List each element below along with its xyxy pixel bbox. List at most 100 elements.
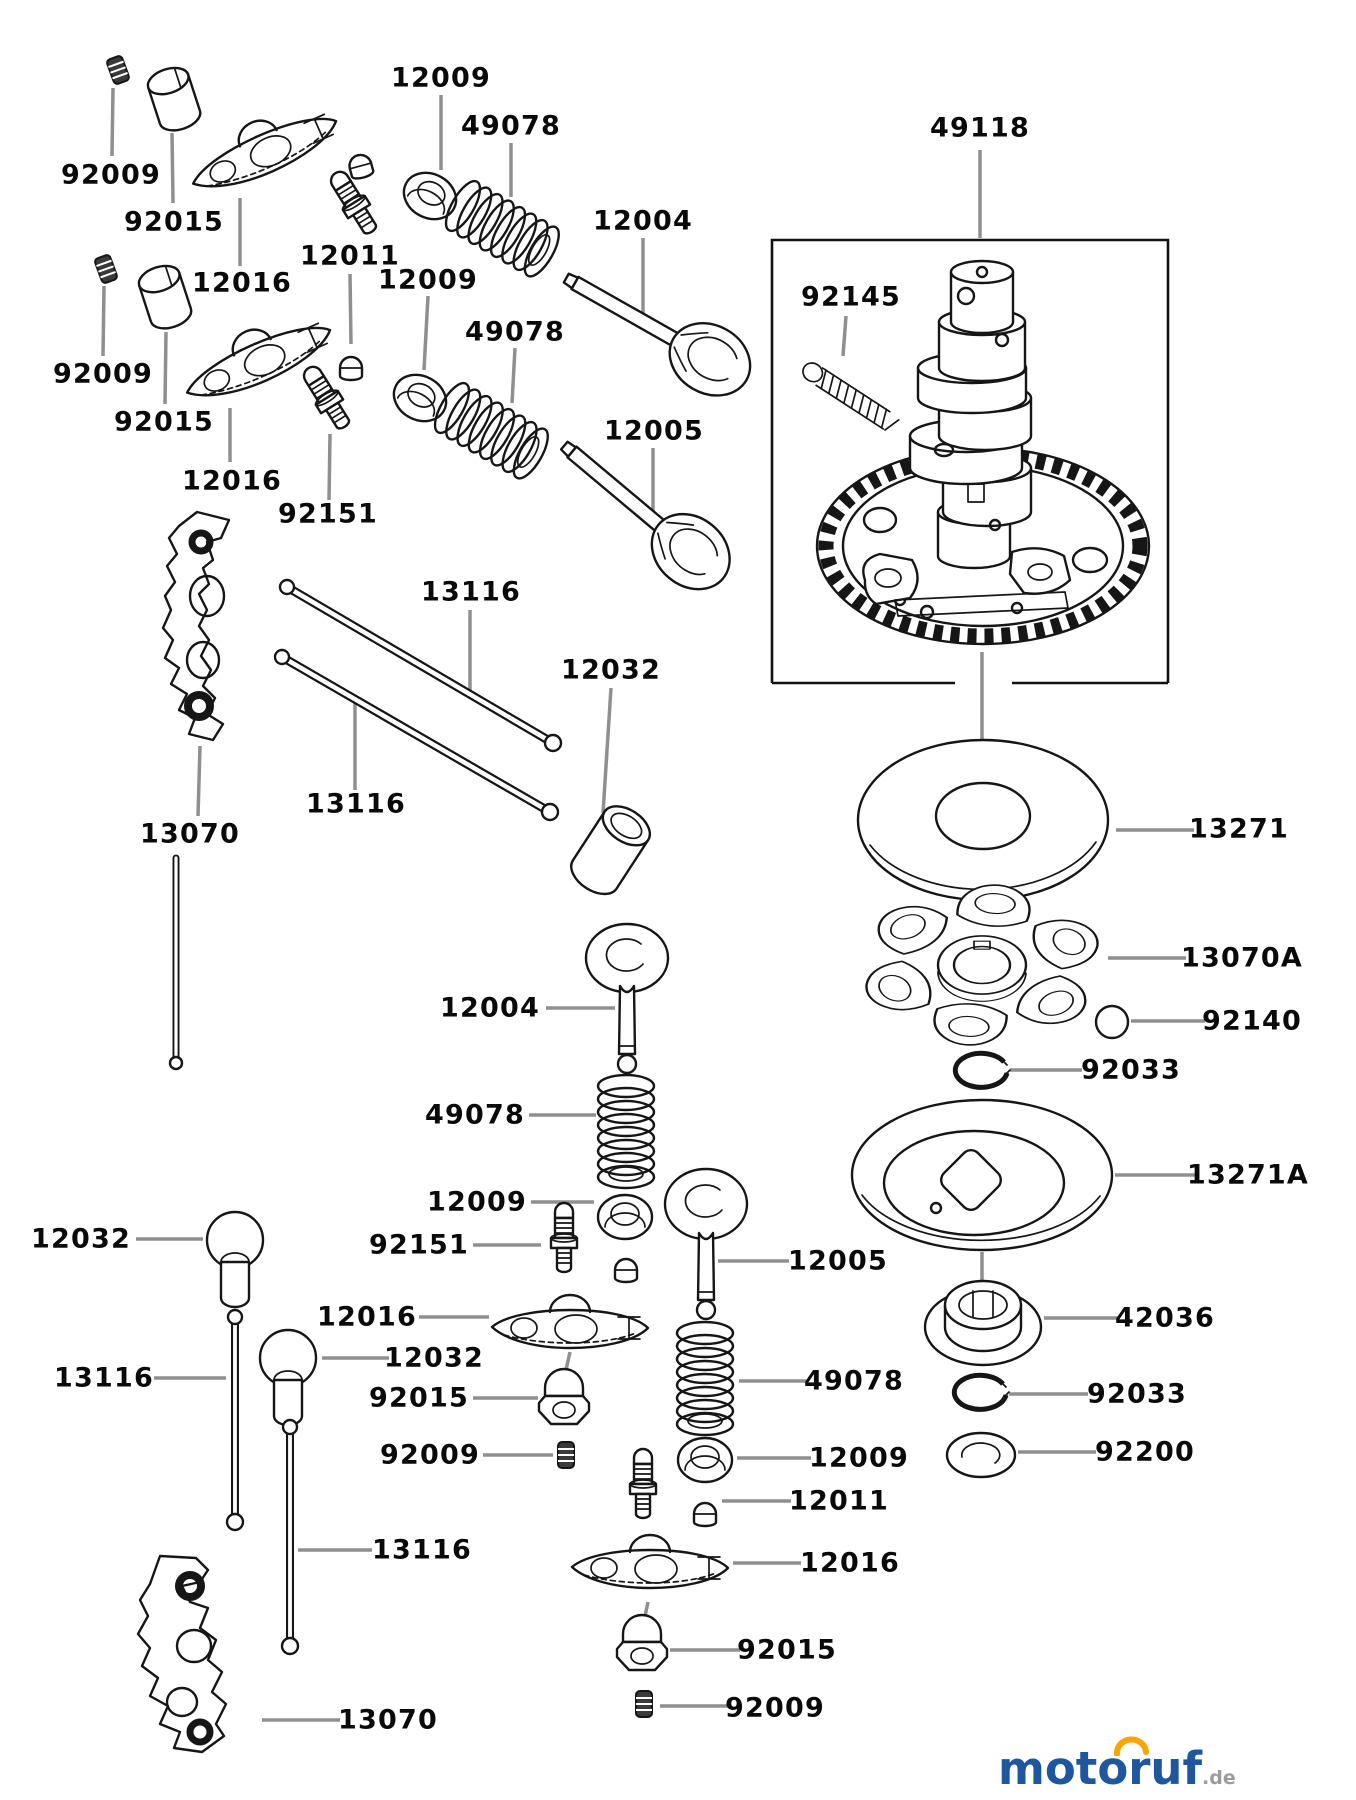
- part-label-13271A: 13271A: [1187, 1160, 1309, 1191]
- part-label-13116: 13116: [421, 577, 521, 608]
- watermark-brand-text: motoruf: [998, 1742, 1203, 1795]
- set-screw-92009-2: [93, 253, 119, 285]
- part-label-12032: 12032: [561, 655, 661, 686]
- part-label-92015: 92015: [737, 1635, 837, 1666]
- camshaft-inset-box: [770, 238, 1170, 685]
- tappet-92015-2: [134, 259, 196, 335]
- retainer-12009-2: [384, 364, 456, 432]
- part-label-49078: 49078: [465, 317, 565, 348]
- steel-ball-92140: [1094, 1004, 1130, 1040]
- valve-12005: [559, 440, 731, 591]
- part-label-12004: 12004: [440, 993, 540, 1024]
- part-label-92151: 92151: [369, 1230, 469, 1261]
- part-label-13116: 13116: [54, 1363, 154, 1394]
- snap-ring-92033-2: [954, 1375, 1009, 1409]
- valve-spring-49078-2: [427, 377, 556, 485]
- part-label-92009: 92009: [725, 1693, 825, 1724]
- part-label-13070: 13070: [338, 1705, 438, 1736]
- valve-12004-vertical: [584, 922, 670, 1075]
- part-label-92140: 92140: [1202, 1006, 1302, 1037]
- leader-lines: [101, 87, 1205, 1722]
- part-label-49078: 49078: [804, 1366, 904, 1397]
- valve-12005-vertical: [663, 1167, 749, 1321]
- motoruf-watermark[interactable]: motoruf.de: [998, 1736, 1354, 1798]
- valve-spring-49078-3: [596, 1073, 656, 1190]
- part-label-12009: 12009: [427, 1187, 527, 1218]
- part-label-42036: 42036: [1115, 1303, 1215, 1334]
- part-label-13070: 13070: [140, 819, 240, 850]
- part-label-92009: 92009: [53, 359, 153, 390]
- push-rod-13116-a: [278, 578, 563, 753]
- part-label-49078: 49078: [461, 111, 561, 142]
- watermark-swoosh-icon: [1114, 1736, 1149, 1756]
- cap-nut-12011-1: [345, 151, 376, 182]
- part-label-12016: 12016: [192, 268, 292, 299]
- adjust-screw-92151-2: [549, 1201, 579, 1274]
- retainer-12009-3: [596, 1193, 654, 1241]
- lifter-12032-1: [205, 1210, 265, 1309]
- valve-12004: [562, 272, 752, 397]
- cap-nut-12011-4: [692, 1501, 718, 1528]
- retainer-12009-4: [676, 1436, 734, 1484]
- part-label-12005: 12005: [604, 416, 704, 447]
- rocker-arm-12016-4: [570, 1533, 730, 1590]
- rocker-arm-12016-1: [178, 89, 346, 205]
- rocker-arm-12016-3: [490, 1293, 650, 1350]
- valve-spring-49078-4: [675, 1320, 735, 1437]
- leader-line: [163, 331, 168, 405]
- part-label-92009: 92009: [380, 1440, 480, 1471]
- leader-line: [510, 347, 517, 404]
- lifter-cup-12032: [570, 805, 652, 896]
- leader-line: [601, 687, 613, 814]
- set-screw-92009-4: [635, 1690, 653, 1718]
- cap-nut-3: [613, 1257, 639, 1284]
- snap-ring-92033-1: [955, 1053, 1010, 1087]
- spring-pin-92145: [802, 362, 900, 431]
- leader-line: [643, 1601, 650, 1617]
- watermark-tld-text: .de: [1202, 1767, 1236, 1789]
- part-label-12016: 12016: [317, 1302, 417, 1333]
- lifter-12032-2: [258, 1328, 318, 1427]
- leader-line: [196, 745, 202, 817]
- leader-line: [348, 273, 353, 345]
- part-number-labels: 9200992015120161201112009490781200492009…: [31, 63, 1309, 1736]
- part-label-12009: 12009: [809, 1443, 909, 1474]
- leader-line: [422, 295, 430, 371]
- set-screw-92009-1: [105, 54, 131, 86]
- part-label-92015: 92015: [114, 407, 214, 438]
- part-label-92200: 92200: [1095, 1437, 1195, 1468]
- camshaft-shaft-49118: [908, 259, 1033, 570]
- adjust-screw-4: [628, 1447, 658, 1520]
- part-label-92015: 92015: [124, 207, 224, 238]
- leader-line: [170, 132, 175, 204]
- retainer-12009-1: [394, 162, 466, 230]
- part-label-12004: 12004: [593, 206, 693, 237]
- part-label-12009: 12009: [378, 265, 478, 296]
- part-label-12005: 12005: [788, 1246, 888, 1277]
- push-rod-left: [168, 854, 184, 1071]
- part-label-92015: 92015: [369, 1383, 469, 1414]
- part-label-92009: 92009: [61, 160, 161, 191]
- part-label-12016: 12016: [800, 1548, 900, 1579]
- part-label-92151: 92151: [278, 499, 378, 530]
- part-label-92033: 92033: [1087, 1379, 1187, 1410]
- governor-star-plate-13070A: [865, 884, 1099, 1046]
- part-label-49078: 49078: [425, 1100, 525, 1131]
- part-label-12032: 12032: [384, 1343, 484, 1374]
- part-label-92145: 92145: [801, 282, 901, 313]
- part-label-12016: 12016: [182, 466, 282, 497]
- set-screw-92009-3: [557, 1441, 575, 1469]
- push-rod-13116-d: [280, 1418, 300, 1656]
- push-rod-13116-c: [225, 1308, 245, 1532]
- cap-nut-12011-2: [338, 355, 364, 382]
- part-label-13070A: 13070A: [1181, 943, 1303, 974]
- part-label-13116: 13116: [306, 789, 406, 820]
- leader-line: [110, 87, 115, 157]
- governor-sleeve-42036: [923, 1279, 1043, 1367]
- tappet-92015-1: [143, 61, 205, 137]
- pivot-nut-92015-3: [537, 1367, 591, 1426]
- leader-line: [327, 433, 332, 501]
- part-label-49118: 49118: [930, 113, 1030, 144]
